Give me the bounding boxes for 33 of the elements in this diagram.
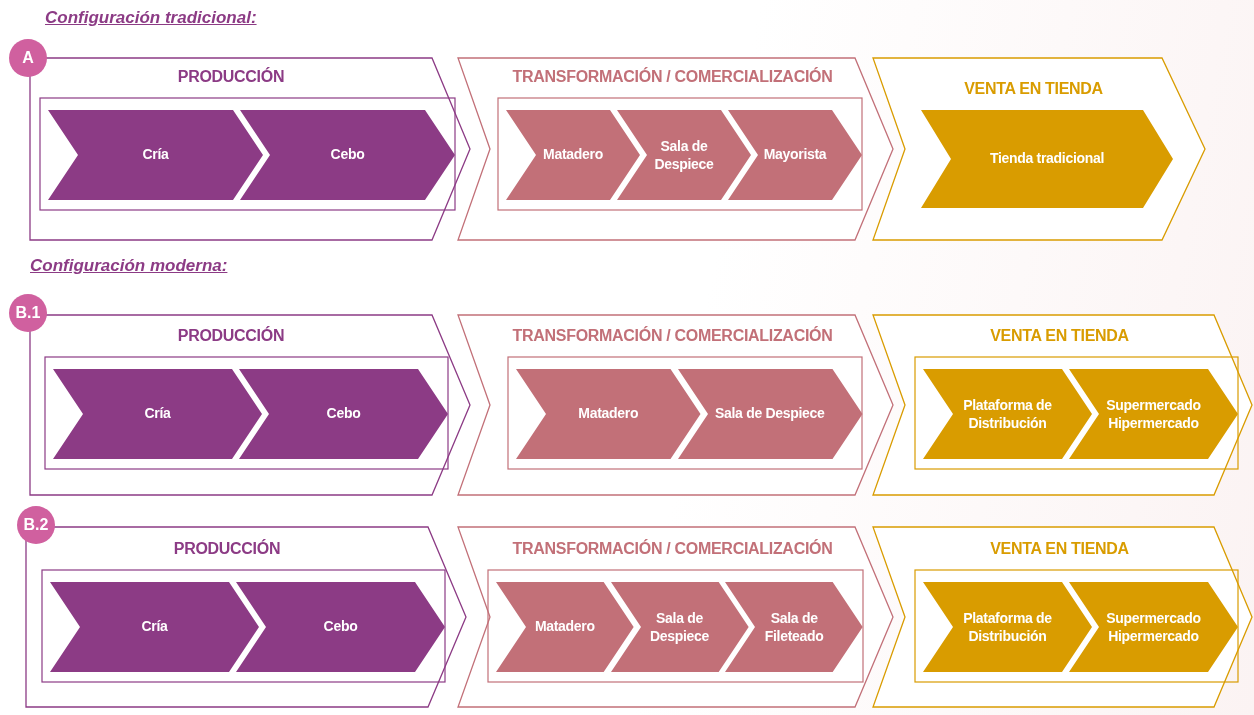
step-label: Plataforma de Distribución xyxy=(962,609,1053,645)
step-label: Cría xyxy=(141,146,170,164)
stage-heading: PRODUCCIÓN xyxy=(177,68,285,86)
step-label: Matadero xyxy=(542,146,604,164)
section-title: Configuración tradicional: xyxy=(45,8,257,28)
badge-label: A xyxy=(22,49,34,67)
step-label: Cría xyxy=(140,618,169,636)
stage-heading: VENTA EN TIENDA xyxy=(990,540,1129,558)
step-label: Matadero xyxy=(533,618,596,636)
step-label: Cría xyxy=(143,405,172,423)
step-label: Sala de Despiece xyxy=(713,405,826,423)
step-label: Cebo xyxy=(325,405,362,423)
stage-heading: TRANSFORMACIÓN / COMERCIALIZACIÓN xyxy=(512,68,833,86)
stage-heading: PRODUCCIÓN xyxy=(177,327,285,345)
stage-heading: VENTA EN TIENDA xyxy=(964,80,1103,98)
badge-label: B.1 xyxy=(15,304,41,322)
step-label: Cebo xyxy=(322,618,359,636)
step-label: Sala de Fileteado xyxy=(763,609,825,645)
step-label: Sala de Despiece xyxy=(653,137,715,173)
stage-heading: PRODUCCIÓN xyxy=(173,540,281,558)
step-label: Supermercado Hipermercado xyxy=(1105,396,1202,432)
stage-heading: TRANSFORMACIÓN / COMERCIALIZACIÓN xyxy=(512,540,833,558)
badge-label: B.2 xyxy=(23,516,49,534)
step-label: Plataforma de Distribución xyxy=(962,396,1053,432)
step-label: Mayorista xyxy=(762,146,828,164)
stage-heading: VENTA EN TIENDA xyxy=(990,327,1129,345)
section-title: Configuración moderna: xyxy=(30,256,228,276)
step-label: Tienda tradicional xyxy=(988,150,1106,168)
step-label: Cebo xyxy=(329,146,366,164)
stage-heading: TRANSFORMACIÓN / COMERCIALIZACIÓN xyxy=(512,327,833,345)
step-label: Supermercado Hipermercado xyxy=(1105,609,1202,645)
step-label: Matadero xyxy=(577,405,640,423)
step-label: Sala de Despiece xyxy=(648,609,711,645)
